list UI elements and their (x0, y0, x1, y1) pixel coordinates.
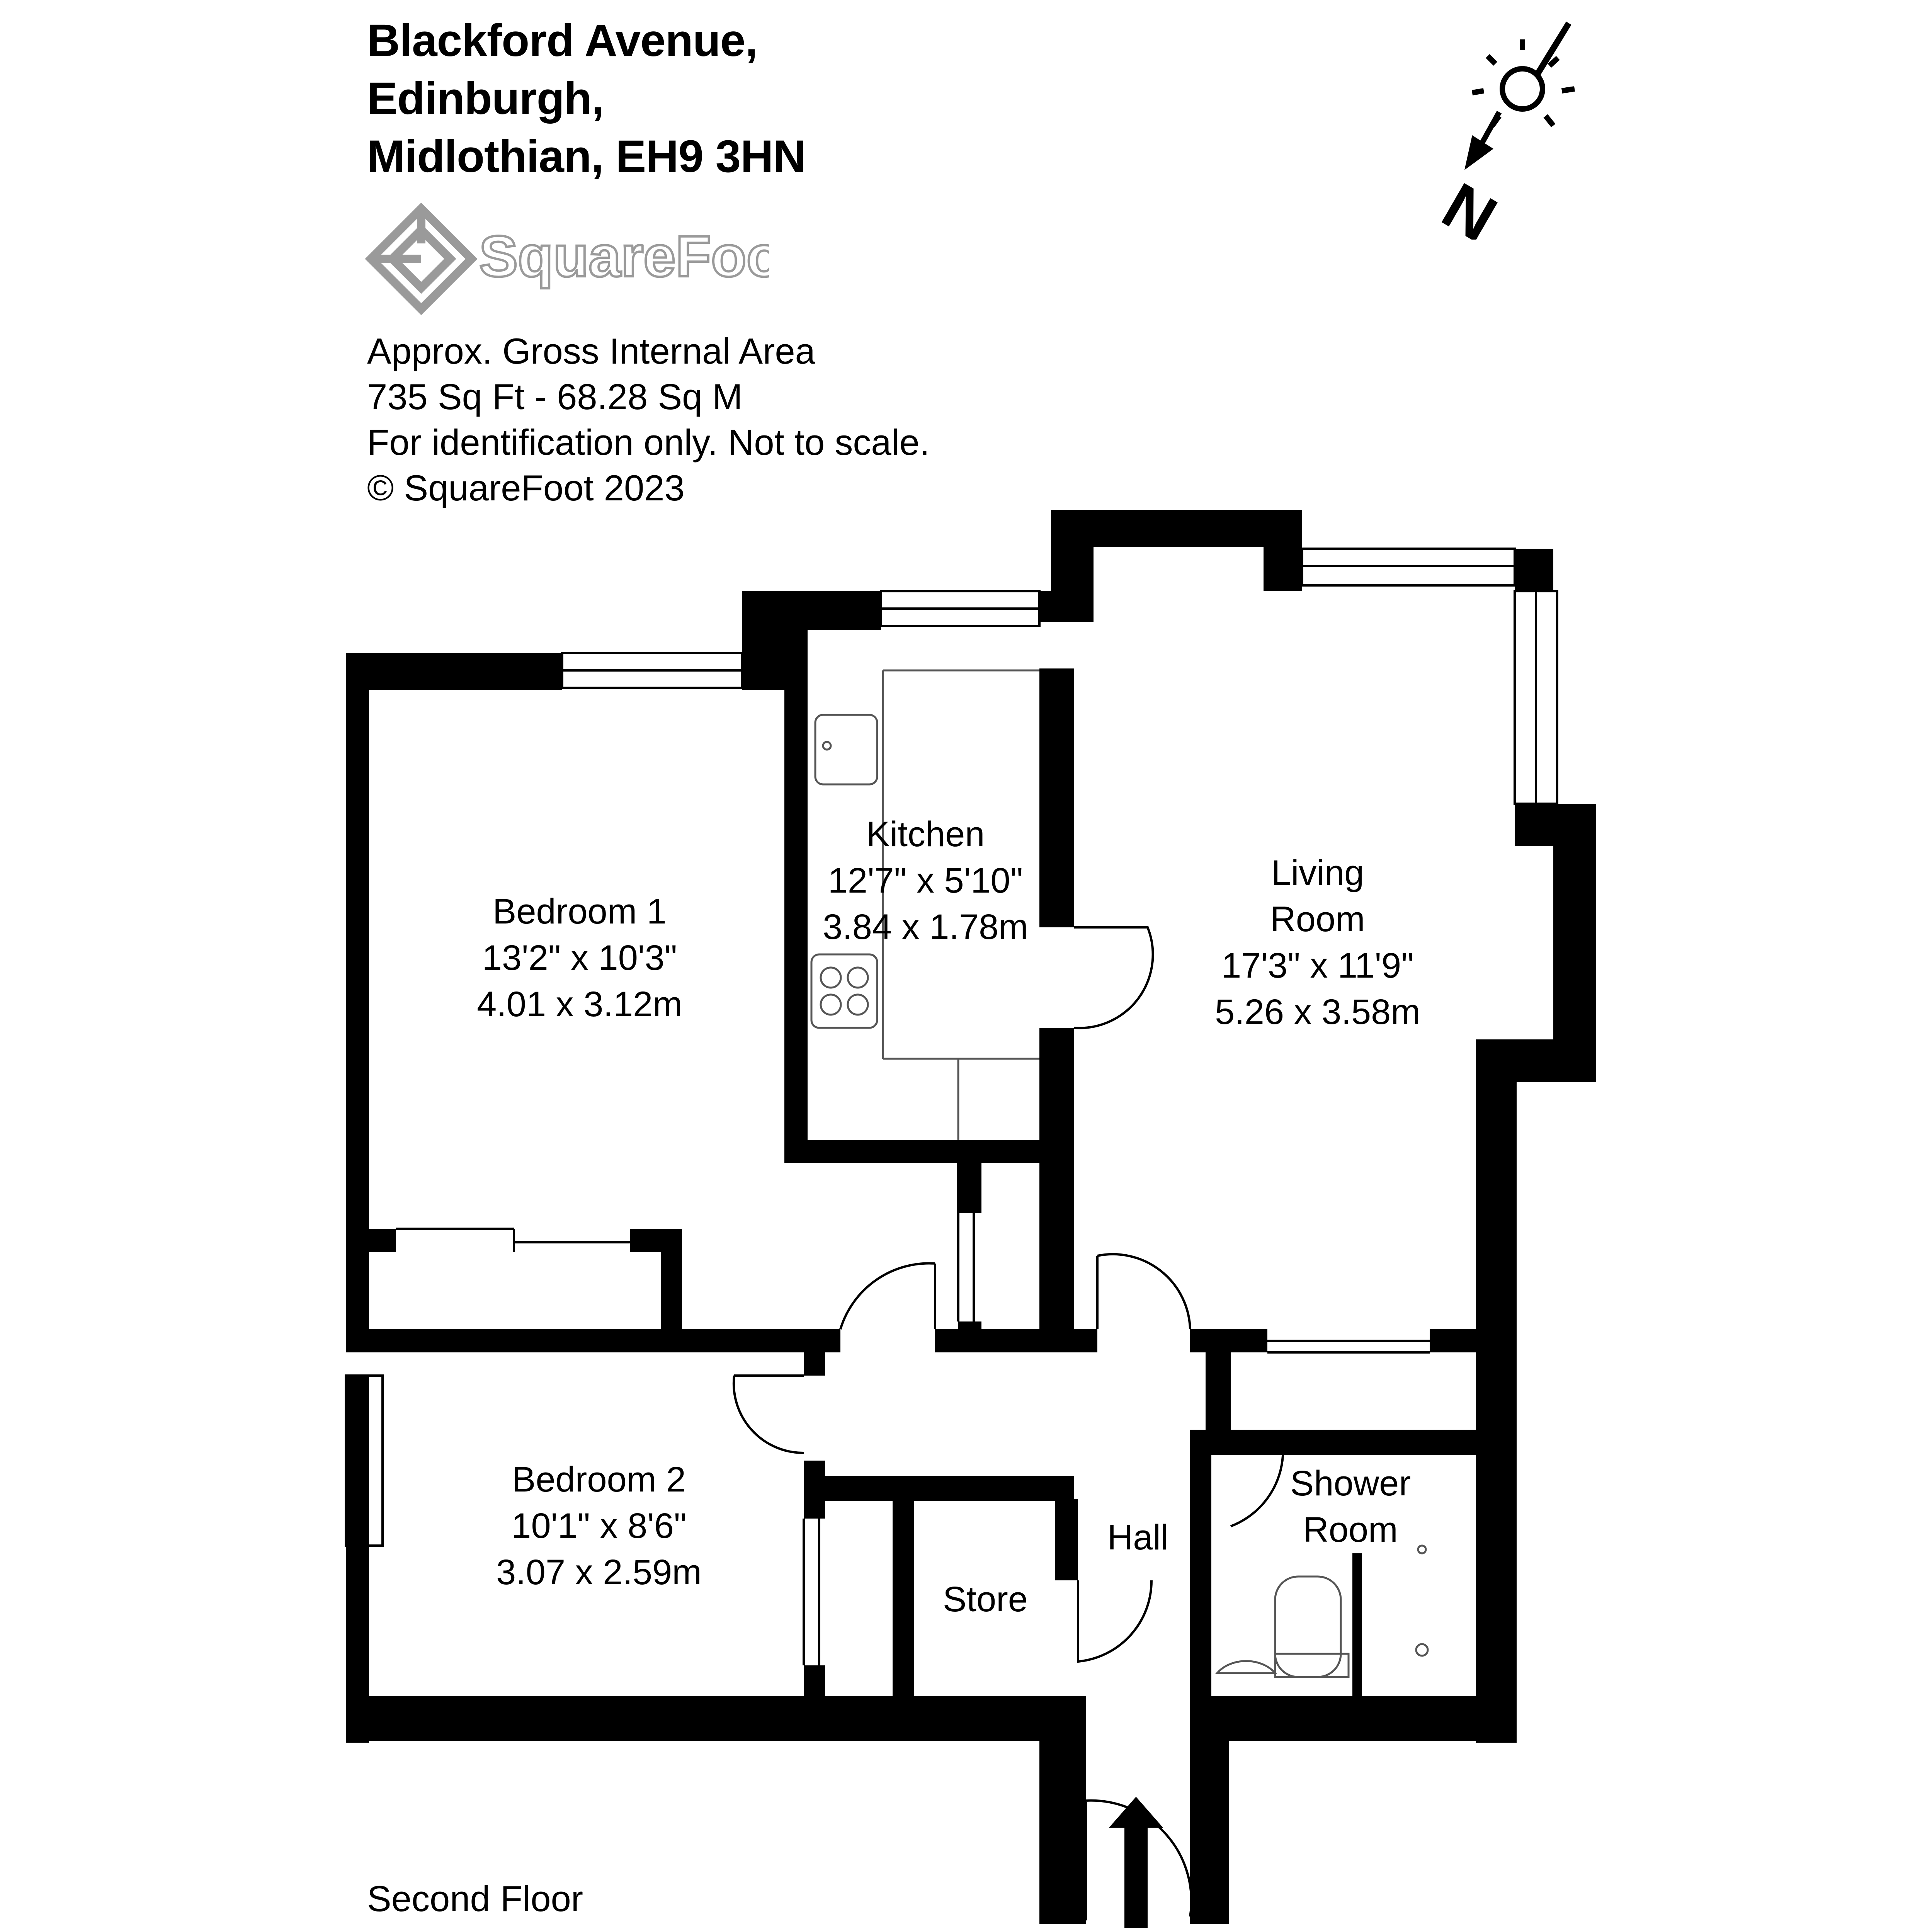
living-name-line1: Living (1271, 853, 1364, 893)
kitchen-imperial: 12'7" x 5'10" (828, 861, 1023, 900)
living-door-icon (1096, 1253, 1191, 1330)
store-name: Store (943, 1580, 1028, 1619)
address-title: Blackford Avenue, Edinburgh, Midlothian,… (367, 12, 806, 185)
bedroom2-metric: 3.07 x 2.59m (496, 1553, 702, 1592)
bedroom1-name: Bedroom 1 (493, 892, 667, 931)
bedroom2-door-icon (732, 1374, 804, 1454)
sink-icon (814, 714, 878, 786)
shower-door-icon (1230, 1444, 1284, 1527)
entrance-door-icon (1085, 1799, 1193, 1920)
bedroom2-name: Bedroom 2 (512, 1460, 686, 1499)
north-arrow-icon (1464, 111, 1502, 170)
address-line-1: Blackford Avenue, (367, 15, 758, 66)
bedroom1-door-icon (839, 1262, 936, 1330)
address-line-3: Midlothian, EH9 3HN (367, 131, 806, 182)
area-info-line-3: For identification only. Not to scale. (367, 422, 930, 463)
shower-fixtures (1215, 1544, 1429, 1678)
living-name-line2: Room (1270, 900, 1365, 939)
walls (346, 510, 1596, 1924)
logo-wordmark: SquareFoot (479, 224, 769, 289)
area-info-line-2: 735 Sq Ft - 68.28 Sq M (367, 376, 743, 417)
doors (732, 926, 1284, 1920)
kitchen-door-icon (1074, 926, 1154, 1029)
bedroom2-imperial: 10'1" x 8'6" (511, 1506, 686, 1546)
hob-icon (810, 953, 878, 1029)
address-line-2: Edinburgh, (367, 73, 604, 124)
basin-icon (1215, 1660, 1277, 1674)
compass: N (1431, 21, 1575, 240)
bedroom1-imperial: 13'2" x 10'3" (482, 938, 677, 978)
living-imperial: 17'3" x 11'9" (1221, 946, 1414, 985)
store-door-icon (1077, 1580, 1153, 1663)
squarefoot-logo: SquareFoot (365, 202, 769, 315)
area-info-line-4: © SquareFoot 2023 (367, 468, 685, 508)
room-labels: Bedroom 1 13'2" x 10'3" 4.01 x 3.12m Kit… (477, 815, 1420, 1619)
shower-name-line2: Room (1303, 1510, 1398, 1549)
compass-needle-icon (1535, 21, 1571, 75)
windows (345, 548, 1558, 1547)
area-info: Approx. Gross Internal Area 735 Sq Ft - … (367, 328, 930, 511)
hall-name: Hall (1107, 1518, 1168, 1557)
bedroom1-metric: 4.01 x 3.12m (477, 985, 682, 1024)
area-info-line-1: Approx. Gross Internal Area (367, 331, 815, 371)
toilet-icon (1274, 1575, 1342, 1678)
wardrobe-doors (396, 1163, 1430, 1665)
kitchen-metric: 3.84 x 1.78m (823, 907, 1028, 947)
shower-name-line1: Shower (1290, 1464, 1411, 1503)
living-metric: 5.26 x 3.58m (1215, 992, 1420, 1032)
entrance-arrow-icon (1109, 1797, 1163, 1928)
floor-label: Second Floor (367, 1878, 583, 1919)
logo-mark-icon (365, 202, 478, 315)
kitchen-name: Kitchen (866, 815, 985, 854)
shower-head-icon (1415, 1643, 1429, 1657)
kitchen-fixtures (810, 669, 1039, 1140)
